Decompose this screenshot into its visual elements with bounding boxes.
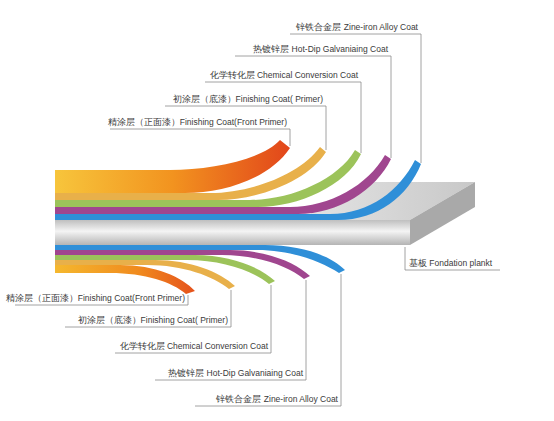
leader-line <box>405 247 500 270</box>
leader-line <box>165 106 326 150</box>
layer-label: 精涂层（正面漆）Finishing Coat(Front Primer) <box>6 293 185 304</box>
layer-label: 化学转化层 Chemical Conversion Coat <box>210 70 358 81</box>
finish-layer-top <box>55 140 290 193</box>
leader-line <box>195 274 341 406</box>
layer-label: 热镀锌层 Hot-Dip Galvaniaing Coat <box>168 368 303 379</box>
layer-label: 初涂层（底漆）Finishing Coat( Primer) <box>173 94 323 105</box>
leader-lines <box>15 34 500 406</box>
plank-side-face <box>410 182 475 245</box>
layer-label: 精涂层（正面漆）Finishing Coat(Front Primer) <box>108 117 287 128</box>
layer-label: 锌铁合金层 Zine-iron Alloy Coat <box>216 394 338 405</box>
finish-layer-bottom <box>55 265 195 294</box>
leader-line <box>110 129 290 146</box>
plank-front-face <box>55 220 410 245</box>
layer-label: 化学转化层 Chemical Conversion Coat <box>120 341 268 352</box>
layer-label: 初涂层（底漆）Finishing Coat( Primer) <box>78 315 228 326</box>
layer-label: 热镀锌层 Hot-Dip Galvaniaing Coat <box>253 44 388 55</box>
layer-label: 基板 Fondation plankt <box>409 258 492 269</box>
layer-label: 锌铁合金层 Zine-iron Alloy Coat <box>296 22 418 33</box>
